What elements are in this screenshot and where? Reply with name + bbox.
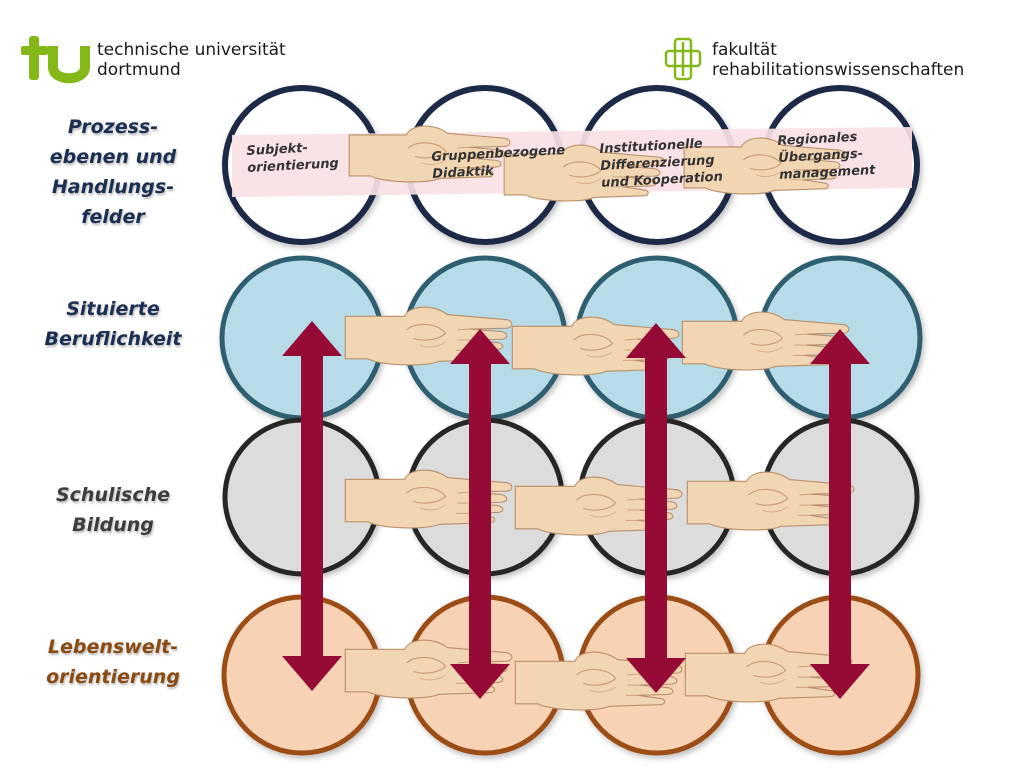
process-label-gruppenbezogene-didaktik: Gruppenbezogene Didaktik: [431, 142, 566, 183]
row-label-line: Handlungs-: [51, 176, 175, 198]
row-label-line: Schulische: [55, 484, 170, 506]
faculty-cross-icon: [664, 37, 702, 81]
faculty-name: fakultät rehabilitationswissenschaften: [712, 40, 964, 80]
process-label-institutionelle-differenzierung: Institutionelle Differenzierung und Koop…: [599, 135, 723, 192]
tu-logo-icon: [21, 36, 90, 84]
university-line-2: dortmund: [97, 60, 181, 80]
process-label-subjektorientierung: Subjekt- orientierung: [246, 138, 339, 177]
row-label-line: ebenen und: [49, 146, 177, 168]
row-label-prozessebenen: Prozess- ebenen und Handlungs- felder: [28, 112, 198, 232]
row-label-line: Bildung: [72, 514, 154, 536]
university-line-1: technische universität: [97, 40, 286, 60]
faculty-line-2: rehabilitationswissenschaften: [712, 60, 965, 80]
row-label-line: Prozess-: [67, 116, 159, 138]
row-label-schulische-bildung: Schulische Bildung: [28, 480, 198, 540]
row-label-line: Situierte: [66, 298, 160, 320]
row-label-line: felder: [81, 206, 145, 228]
university-name: technische universität dortmund: [97, 40, 286, 80]
row-label-lebensweltorientierung: Lebenswelt- orientierung: [28, 632, 198, 692]
row-label-line: Lebenswelt-: [47, 636, 179, 658]
faculty-line-1: fakultät: [712, 40, 777, 60]
process-label-regionales-uebergangsmanagement: Regionales Übergangs- management: [777, 128, 876, 184]
row-label-line: orientierung: [46, 666, 180, 688]
row-label-line: Beruflichkeit: [44, 328, 182, 350]
row-label-situierte-beruflichkeit: Situierte Beruflichkeit: [28, 294, 198, 354]
